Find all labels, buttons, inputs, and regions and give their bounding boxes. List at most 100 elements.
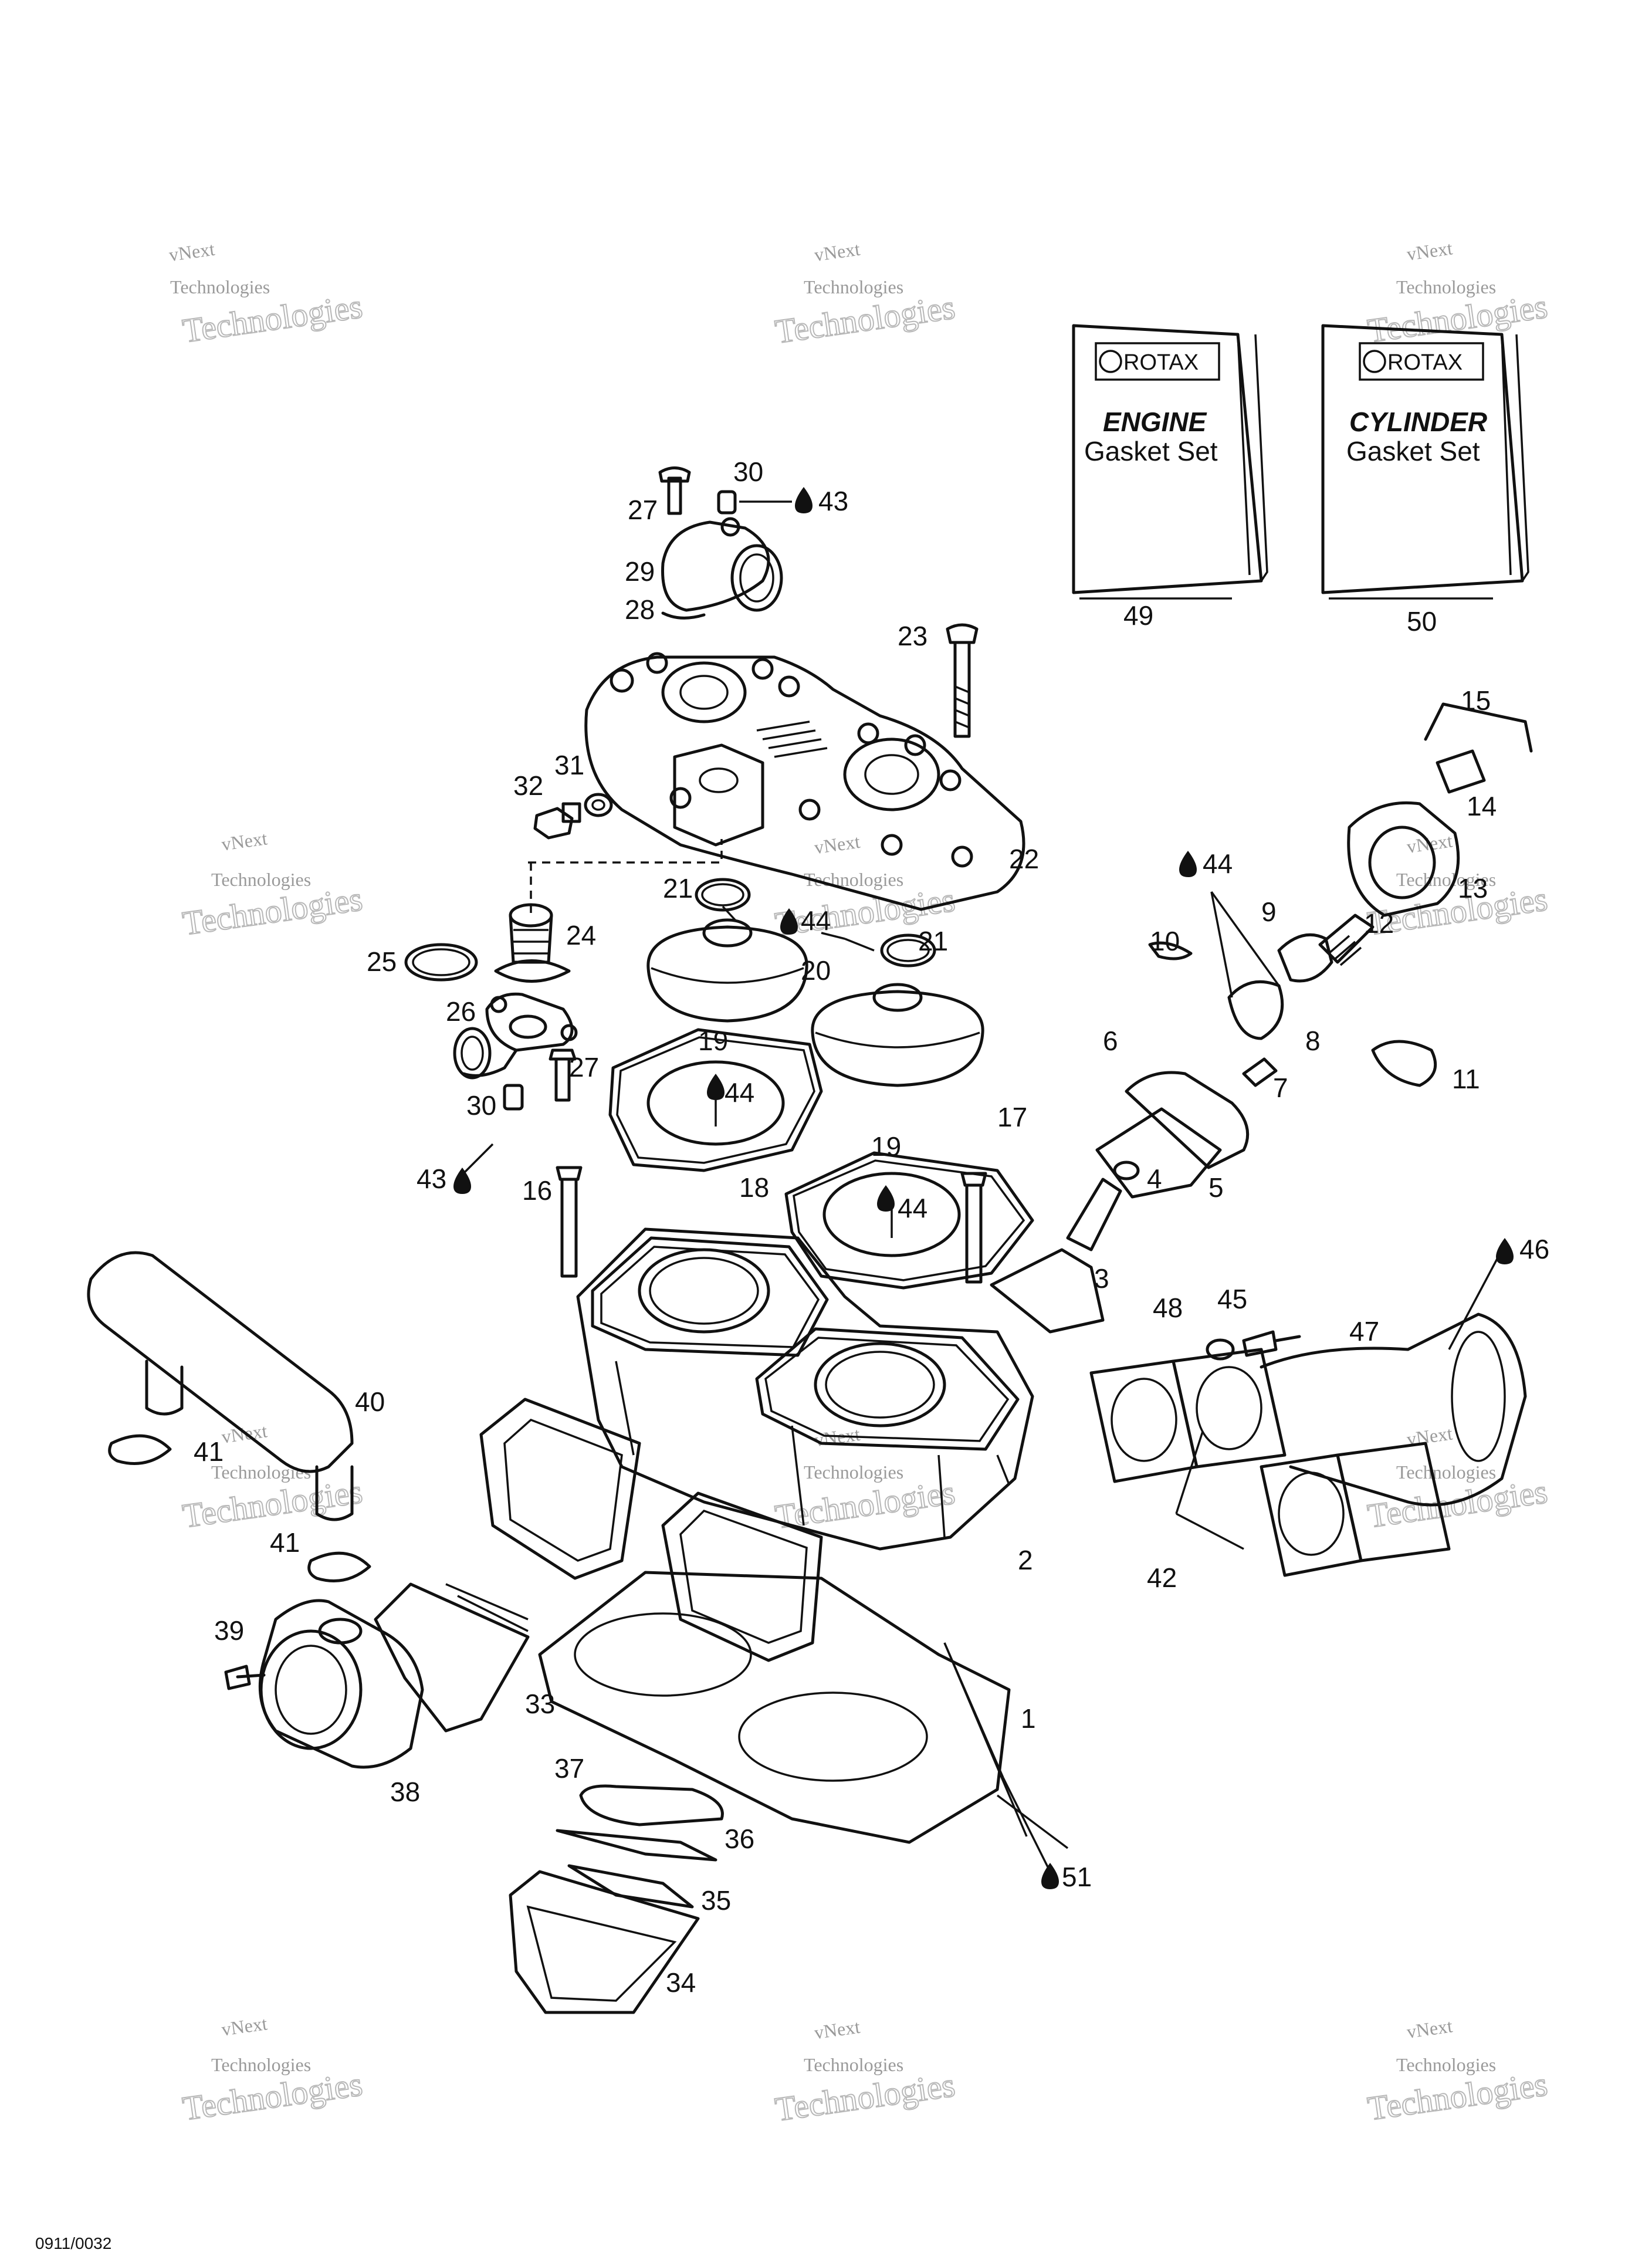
callout-41: 41 (194, 1436, 224, 1467)
watermark-lower-right: vNext Technologies Technologies (1365, 1422, 1550, 1535)
booklet-subtitle: Gasket Set (1084, 436, 1218, 466)
cylinder-head-gaskets (608, 1028, 1034, 1290)
thermostat-housing (453, 992, 578, 1111)
svg-text:vNext: vNext (168, 238, 216, 266)
callout-44: 44 (801, 905, 831, 936)
callout-5: 5 (1208, 1172, 1224, 1203)
intake-manifold (224, 1599, 424, 1769)
callout-21: 21 (663, 873, 693, 904)
head-gaskets (646, 878, 984, 1087)
callout-43: 43 (818, 486, 848, 516)
leaders (456, 891, 1500, 1872)
callout-15: 15 (1461, 685, 1491, 716)
callout-12: 12 (1364, 908, 1394, 939)
callout-38: 38 (390, 1777, 420, 1807)
svg-text:Technologies: Technologies (804, 869, 903, 890)
callout-4: 4 (1147, 1163, 1162, 1194)
callout-8: 8 (1305, 1026, 1321, 1056)
callout-20: 20 (801, 955, 831, 986)
callout-26: 26 (446, 996, 476, 1027)
callout-19: 19 (698, 1026, 728, 1056)
callout-25: 25 (367, 946, 397, 977)
svg-text:vNext: vNext (813, 831, 862, 858)
cylinder-gasket-set-booklet: ROTAX CYLINDER Gasket Set 50 (1321, 324, 1529, 637)
svg-text:vNext: vNext (1406, 2015, 1454, 2042)
watermark-top-left: vNext Technologies Technologies (168, 238, 365, 351)
callout-23: 23 (898, 621, 927, 651)
callout-2: 2 (1018, 1545, 1033, 1575)
drain-plug (533, 793, 613, 840)
callout-30: 30 (733, 456, 763, 487)
watermark-bottom-right: vNext Technologies Technologies (1365, 2015, 1550, 2128)
callout-13: 13 (1458, 873, 1488, 904)
booklet-title: ENGINE (1103, 407, 1207, 437)
base-gasket (538, 1571, 1011, 1844)
callout-22: 22 (1009, 844, 1039, 874)
engine-gasket-set-booklet: ROTAX ENGINE Gasket Set 49 (1072, 324, 1268, 631)
booklet-brand: ROTAX (1123, 350, 1199, 375)
cylinder-head (584, 652, 1025, 911)
callout-28: 28 (625, 594, 655, 625)
callout-18: 18 (739, 1172, 769, 1203)
svg-text:Technologies: Technologies (804, 276, 903, 297)
callout-21: 21 (918, 926, 948, 956)
svg-text:Technologies: Technologies (1396, 1462, 1496, 1483)
callout-17: 17 (997, 1102, 1027, 1132)
callout-33: 33 (525, 1689, 555, 1719)
callout-42: 42 (1147, 1562, 1177, 1593)
callout-41: 41 (270, 1527, 300, 1558)
callout-44: 44 (1203, 848, 1233, 879)
rotary-valve-assembly (990, 702, 1533, 1334)
callout-9: 9 (1261, 897, 1277, 927)
svg-text:Technologies: Technologies (211, 1462, 311, 1483)
watermark-top-center: vNext Technologies Technologies (772, 238, 957, 351)
svg-text:vNext: vNext (220, 2012, 269, 2040)
callout-44: 44 (725, 1077, 754, 1108)
head-bolt (946, 623, 979, 738)
cylinder-block (576, 1227, 1034, 1551)
svg-text:vNext: vNext (220, 827, 269, 855)
callout-50: 50 (1407, 606, 1437, 637)
svg-text:Technologies: Technologies (1396, 869, 1496, 890)
callout-47: 47 (1349, 1316, 1379, 1347)
callout-45: 45 (1217, 1284, 1247, 1314)
booklet-brand: ROTAX (1387, 350, 1463, 375)
callout-34: 34 (666, 1967, 696, 1998)
svg-text:vNext: vNext (813, 238, 862, 266)
lubricant-drop-icon (453, 487, 1514, 1889)
callout-48: 48 (1153, 1293, 1183, 1323)
callout-43: 43 (417, 1163, 446, 1194)
cylinder-studs (556, 1166, 987, 1284)
callout-32: 32 (513, 770, 543, 801)
callout-27: 27 (628, 495, 658, 525)
callout-10: 10 (1150, 926, 1180, 956)
booklet-title: CYLINDER (1349, 407, 1487, 437)
svg-text:Technologies: Technologies (804, 1462, 903, 1483)
callout-49: 49 (1123, 600, 1153, 631)
callout-7: 7 (1273, 1073, 1288, 1103)
callout-46: 46 (1519, 1234, 1549, 1264)
callout-29: 29 (625, 556, 655, 587)
thermostat (404, 903, 571, 983)
callout-39: 39 (214, 1615, 244, 1646)
callout-27: 27 (569, 1052, 599, 1082)
intake-flanges (479, 1398, 823, 1662)
callout-36: 36 (725, 1824, 754, 1854)
callout-labels: 30 27 43 29 28 23 15 31 32 14 22 44 13 2… (194, 456, 1549, 1998)
svg-text:Technologies: Technologies (1396, 2054, 1496, 2075)
callout-24: 24 (566, 920, 596, 950)
svg-text:vNext: vNext (813, 2016, 862, 2044)
callout-11: 11 (1452, 1064, 1480, 1094)
reed-valve-assembly (374, 1582, 724, 2014)
callout-1: 1 (1021, 1703, 1036, 1734)
callout-16: 16 (522, 1175, 552, 1206)
water-outlet-top (658, 466, 792, 620)
callout-30: 30 (466, 1090, 496, 1121)
callout-51: 51 (1062, 1862, 1092, 1892)
callout-37: 37 (554, 1753, 584, 1784)
intake-hose (87, 1251, 371, 1582)
callout-3: 3 (1094, 1263, 1109, 1294)
booklet-subtitle: Gasket Set (1346, 436, 1480, 466)
svg-text:vNext: vNext (1406, 237, 1454, 265)
